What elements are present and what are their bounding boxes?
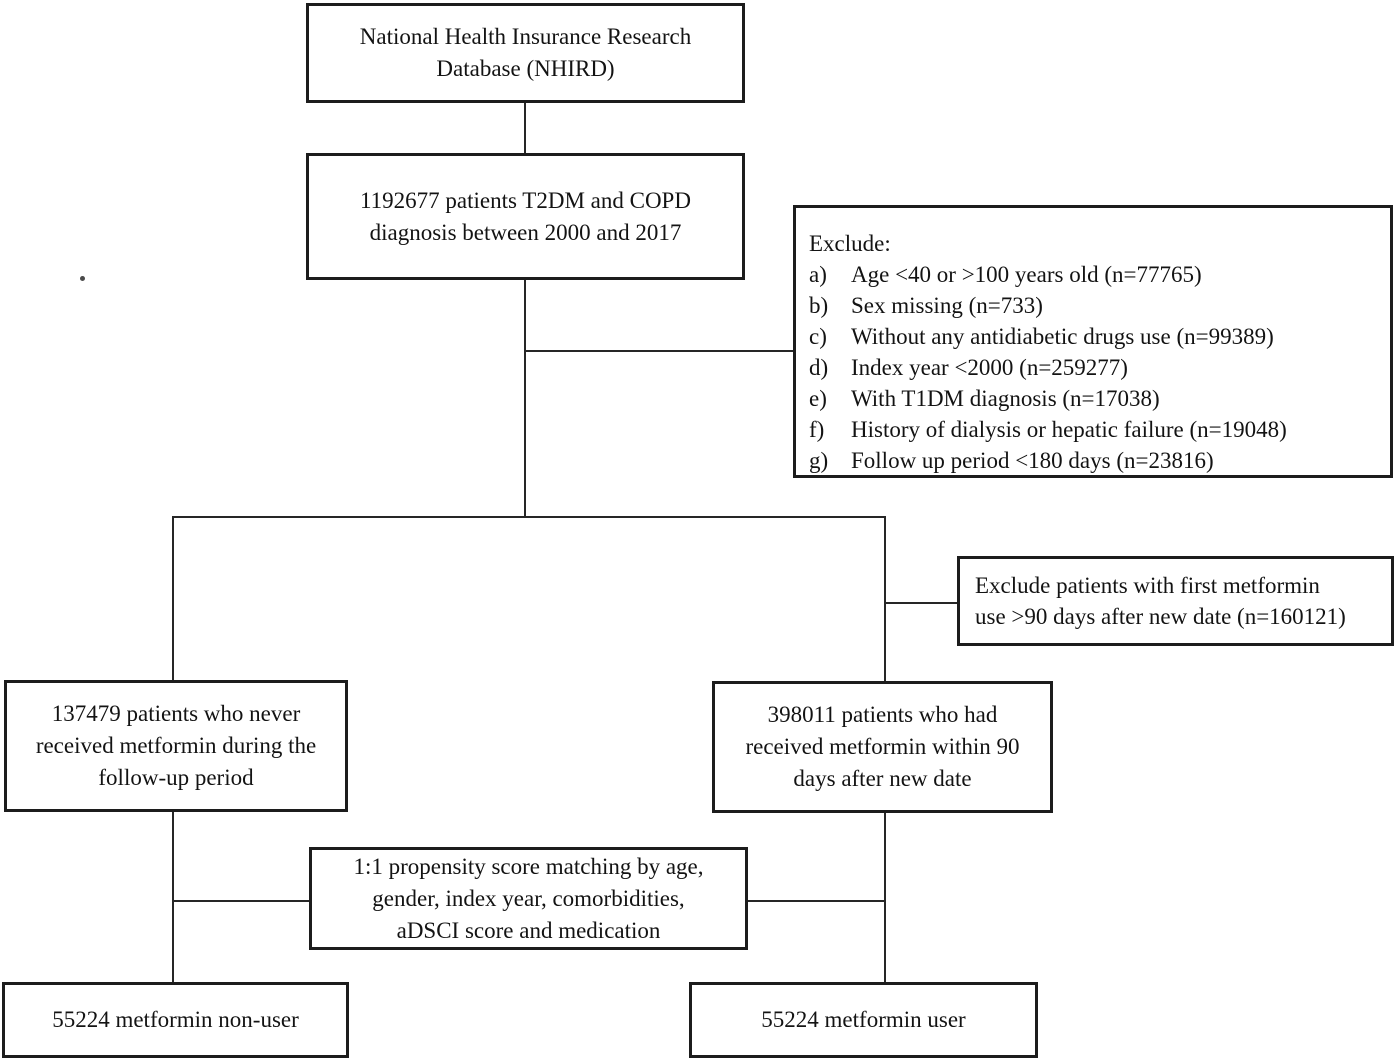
propensity-matching-box: 1:1 propensity score matching by age, ge… xyxy=(309,847,748,950)
connector-matching-left xyxy=(173,900,309,902)
exclusion-title: Exclude: xyxy=(809,231,891,256)
nhird-line-2: Database (NHIRD) xyxy=(436,56,615,81)
connector-cohort-to-branch xyxy=(524,280,526,518)
had-metformin-line-2: received metformin within 90 xyxy=(745,734,1020,759)
exclusion-item-label: c) xyxy=(809,324,827,349)
exclusion-item: g) Follow up period <180 days (n=23816) xyxy=(809,445,1214,476)
exclusion-item: e) With T1DM diagnosis (n=17038) xyxy=(809,383,1160,414)
nhird-source-box: National Health Insurance Research Datab… xyxy=(306,3,745,103)
never-metformin-line-2: received metformin during the xyxy=(35,733,317,758)
nhird-line-1: National Health Insurance Research xyxy=(359,24,692,49)
cohort-line-1: 1192677 patients T2DM and COPD xyxy=(360,187,691,213)
connector-branch-to-never-box xyxy=(172,516,174,682)
cohort-line-2: diagnosis between 2000 and 2017 xyxy=(369,219,682,245)
exclusion-item: c) Without any antidiabetic drugs use (n… xyxy=(809,321,1274,352)
connector-branch-to-had-box xyxy=(884,516,886,683)
never-metformin-line-3: follow-up period xyxy=(98,765,254,790)
never-metformin-line-1: 137479 patients who never xyxy=(51,701,301,726)
metformin-nonuser-text: 55224 metformin non-user xyxy=(52,1007,299,1032)
connector-never-to-nonuser-box xyxy=(172,811,174,984)
metformin-user-box: 55224 metformin user xyxy=(689,982,1038,1058)
connector-matching-right xyxy=(747,900,884,902)
exclusion-item-label: d) xyxy=(809,355,829,380)
exclusion-item-text: History of dialysis or hepatic failure (… xyxy=(851,417,1287,442)
stray-dot xyxy=(80,276,85,281)
metformin-nonuser-box: 55224 metformin non-user xyxy=(2,982,349,1058)
never-metformin-box: 137479 patients who never received metfo… xyxy=(4,680,348,812)
metformin-user-text: 55224 metformin user xyxy=(761,1007,966,1032)
connector-branch-horizontal xyxy=(172,516,886,518)
initial-cohort-box: 1192677 patients T2DM and COPD diagnosis… xyxy=(306,153,745,280)
exclusion-item-text: Index year <2000 (n=259277) xyxy=(851,355,1128,380)
exclusion-item-text: Follow up period <180 days (n=23816) xyxy=(851,448,1214,473)
connector-nhird-to-cohort xyxy=(524,103,526,155)
connector-had-to-user-box xyxy=(884,812,886,984)
exclusion-item-label: b) xyxy=(809,293,829,318)
connector-to-exclusions-box xyxy=(525,350,793,352)
matching-line-3: aDSCI score and medication xyxy=(396,917,661,943)
exclusion-item-text: Without any antidiabetic drugs use (n=99… xyxy=(851,324,1274,349)
metformin-exclusion-line-1: Exclude patients with first metformin xyxy=(975,573,1320,598)
had-metformin-line-3: days after new date xyxy=(793,766,972,791)
exclusion-item-text: With T1DM diagnosis (n=17038) xyxy=(851,386,1160,411)
exclusion-item-label: g) xyxy=(809,448,829,473)
exclusion-criteria-box: Exclude: a) Age <40 or >100 years old (n… xyxy=(793,205,1393,478)
exclusion-item-text: Age <40 or >100 years old (n=77765) xyxy=(851,262,1202,287)
matching-line-2: gender, index year, comorbidities, xyxy=(372,885,685,911)
matching-line-1: 1:1 propensity score matching by age, xyxy=(353,853,704,879)
metformin-exclusion-box: Exclude patients with first metformin us… xyxy=(957,556,1394,646)
exclusion-item: a) Age <40 or >100 years old (n=77765) xyxy=(809,259,1202,290)
had-metformin-line-1: 398011 patients who had xyxy=(767,702,998,727)
exclusion-item-label: f) xyxy=(809,417,825,442)
had-metformin-box: 398011 patients who had received metform… xyxy=(712,681,1053,813)
exclusion-item: b) Sex missing (n=733) xyxy=(809,290,1043,321)
exclusion-item: f) History of dialysis or hepatic failur… xyxy=(809,414,1287,445)
connector-to-metformin-exclusion xyxy=(885,602,957,604)
exclusion-item-text: Sex missing (n=733) xyxy=(851,293,1043,318)
exclusion-item-label: e) xyxy=(809,386,827,411)
exclusion-item-label: a) xyxy=(809,262,827,287)
exclusion-item: d) Index year <2000 (n=259277) xyxy=(809,352,1128,383)
metformin-exclusion-line-2: use >90 days after new date (n=160121) xyxy=(975,604,1346,629)
